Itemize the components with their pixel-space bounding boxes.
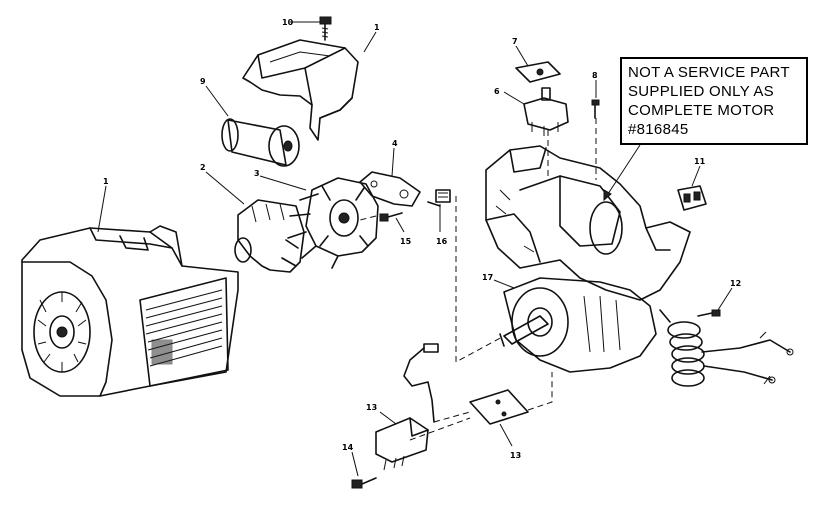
- screw-part-14: [351, 477, 377, 489]
- callout-12: 13: [510, 451, 521, 460]
- callout-1-top: 1: [374, 23, 380, 32]
- motor-cover-part-1: [21, 225, 239, 397]
- motor-assembly: [485, 145, 794, 387]
- assembly-guide-lines: [359, 118, 597, 441]
- plate-part-12: [469, 389, 529, 425]
- note-line-2: SUPPLIED ONLY AS: [628, 83, 774, 100]
- callout-15: 15: [400, 237, 412, 246]
- screw-part-15: [379, 212, 403, 222]
- fan-part-3: [287, 177, 379, 269]
- callout-labels: 10 1 9 1 2 3 4 15 16 7 6 8 11 12 17 13 1…: [103, 18, 741, 460]
- callout-leaders: [97, 21, 733, 477]
- callout-8: 7: [512, 37, 518, 46]
- callout-4: 4: [392, 139, 398, 148]
- note-line-3: COMPLETE MOTOR: [628, 102, 775, 119]
- callout-1-left: 1: [103, 177, 109, 186]
- note-line-1: NOT A SERVICE PART: [628, 64, 790, 81]
- callout-16: 16: [436, 237, 448, 246]
- screw-part-11: [697, 309, 721, 317]
- note-arrowhead: [603, 189, 612, 202]
- capacitor-part-5: [221, 118, 300, 167]
- note-line-4: #816845: [628, 121, 689, 138]
- callout-13-lower: 13: [366, 403, 377, 412]
- callout-10: 11: [694, 157, 706, 166]
- service-part-note: NOT A SERVICE PART SUPPLIED ONLY AS COMP…: [620, 57, 808, 145]
- wire-lead: [403, 343, 439, 423]
- callout-17: 17: [482, 273, 493, 282]
- callout-7: 6: [494, 87, 500, 96]
- note-leader: [603, 144, 641, 201]
- callout-11: 12: [730, 279, 741, 288]
- plate-part-4: [359, 171, 421, 207]
- connector-part-10: [677, 185, 707, 211]
- switch-part-7: [523, 87, 569, 136]
- callout-14: 14: [342, 443, 354, 452]
- switch-part-13: [375, 417, 429, 471]
- capacitor-cover-part-1: [242, 39, 359, 141]
- callout-5: 9: [200, 77, 206, 86]
- screw-part-9: [591, 99, 600, 119]
- callout-9: 8: [592, 71, 598, 80]
- plate-part-8: [515, 61, 561, 83]
- screw-part-6: [319, 16, 332, 41]
- callout-6: 10: [282, 18, 294, 27]
- callout-3: 3: [254, 169, 260, 178]
- callout-2: 2: [200, 163, 206, 172]
- bracket-part-2: [234, 199, 305, 273]
- terminal-part-16: [427, 189, 451, 207]
